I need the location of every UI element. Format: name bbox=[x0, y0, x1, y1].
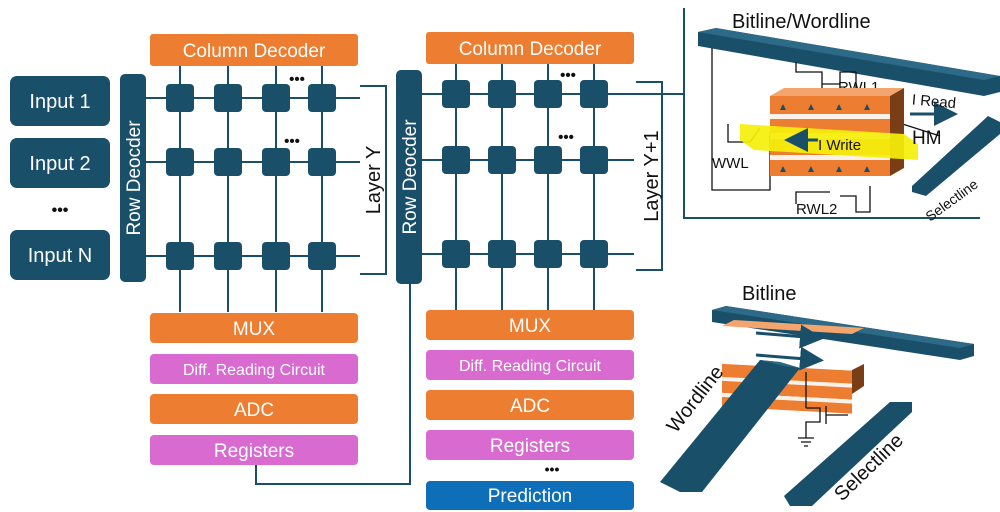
layer-y-cells bbox=[166, 84, 336, 270]
svg-text:Diff. Reading Circuit: Diff. Reading Circuit bbox=[459, 358, 602, 375]
svg-text:Row Deocder: Row Deocder bbox=[400, 119, 421, 235]
pipeline-ellipsis: ••• bbox=[545, 461, 560, 477]
svg-text:Column Decoder: Column Decoder bbox=[183, 41, 326, 62]
selectline-bar-bottom bbox=[784, 402, 912, 506]
layer-y1-ellipsis-mid: ••• bbox=[558, 129, 574, 146]
svg-text:Registers: Registers bbox=[490, 436, 570, 457]
layer-y1-column-decoder: Column Decoder bbox=[426, 32, 634, 64]
stack-arrows bbox=[780, 104, 870, 172]
input-2-label: Input 2 bbox=[29, 153, 90, 175]
rwl2-label: RWL2 bbox=[796, 201, 837, 218]
device-bottom: Bitline Wordline Selectline bbox=[660, 283, 974, 506]
layer-y1-adc: ADC bbox=[426, 390, 634, 420]
layer-y1-bracket bbox=[636, 81, 663, 271]
layer-y1-label: Layer Y+1 bbox=[641, 130, 663, 221]
svg-text:Row Deocder: Row Deocder bbox=[124, 120, 145, 236]
layer-y-ellipsis-top: ••• bbox=[289, 71, 305, 88]
inputs-ellipsis: ••• bbox=[52, 202, 69, 219]
i-read-label: I Read bbox=[911, 91, 957, 112]
layer-y1-ellipsis-top: ••• bbox=[560, 67, 576, 84]
svg-text:ADC: ADC bbox=[510, 396, 550, 417]
bitline-label: Bitline bbox=[742, 283, 796, 305]
layer-y-mux: MUX bbox=[150, 313, 358, 343]
bitline-wordline-label: Bitline/Wordline bbox=[732, 11, 871, 33]
selectline-bar-top bbox=[912, 116, 1000, 196]
layer-y-column-decoder: Column Decoder bbox=[150, 34, 358, 66]
device-top: Bitline/Wordline RWL1 RWL2 WWL bbox=[683, 8, 1000, 224]
layer-y-diff-reading-circuit: Diff. Reading Circuit bbox=[150, 354, 358, 384]
device-bottom-wires bbox=[798, 372, 848, 447]
wordline-bar bbox=[660, 360, 800, 492]
i-write-label: I Write bbox=[818, 137, 861, 154]
layer-y1-row-decoder: Row Deocder bbox=[396, 70, 422, 284]
input-n-box: Input N bbox=[10, 230, 110, 280]
device-top-frame bbox=[683, 8, 980, 219]
svg-text:MUX: MUX bbox=[509, 316, 552, 337]
layer-y-label: Layer Y bbox=[363, 146, 385, 215]
svg-text:Column Decoder: Column Decoder bbox=[459, 39, 602, 60]
layer-y1-diff-reading-circuit: Diff. Reading Circuit bbox=[426, 350, 634, 380]
layer-y-row-decoder: Row Deocder bbox=[120, 74, 146, 282]
layer-y-bracket bbox=[360, 85, 387, 275]
svg-text:Registers: Registers bbox=[214, 441, 294, 462]
hm-label: HM bbox=[912, 128, 942, 149]
layer-y1-cells bbox=[442, 80, 608, 268]
layer-connector bbox=[255, 284, 411, 485]
input-1-label: Input 1 bbox=[29, 91, 90, 113]
svg-text:Diff. Reading Circuit: Diff. Reading Circuit bbox=[183, 362, 326, 379]
prediction-box: Prediction bbox=[426, 481, 634, 510]
input-n-label: Input N bbox=[28, 245, 92, 267]
layer-y-registers: Registers bbox=[150, 435, 358, 465]
layer-y-adc: ADC bbox=[150, 394, 358, 424]
input-2-box: Input 2 bbox=[10, 138, 110, 188]
layer-y1-registers: Registers bbox=[426, 430, 634, 460]
layer-y1-mux: MUX bbox=[426, 310, 634, 340]
svg-text:MUX: MUX bbox=[233, 319, 276, 340]
input-1-box: Input 1 bbox=[10, 76, 110, 126]
bitline-wordline-bar bbox=[698, 28, 1000, 96]
svg-text:Prediction: Prediction bbox=[488, 486, 573, 507]
wwl-label: WWL bbox=[712, 155, 749, 172]
svg-text:ADC: ADC bbox=[234, 400, 274, 421]
layer-y-ellipsis-mid: ••• bbox=[284, 133, 300, 150]
